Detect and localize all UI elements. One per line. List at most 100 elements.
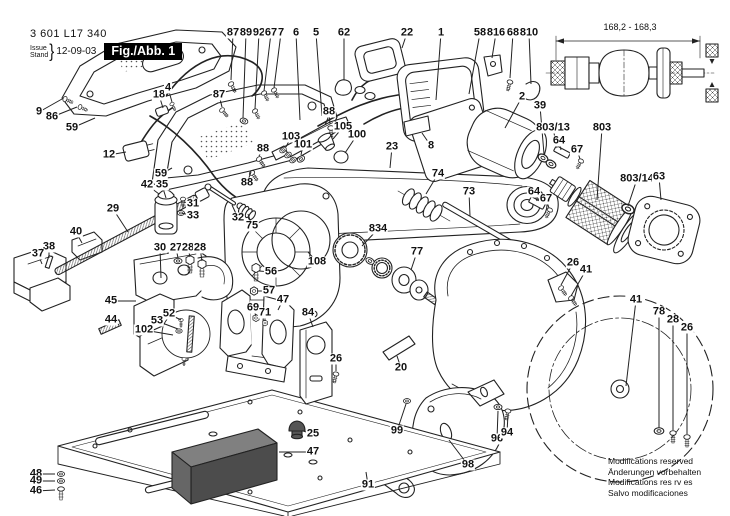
cable-connector	[122, 105, 169, 162]
callout-48: 48	[28, 467, 44, 480]
issue-stand-label: Issue Stand	[30, 44, 49, 59]
callout-84: 84	[300, 306, 316, 319]
callout-803: 803	[591, 121, 613, 134]
callout-41: 41	[628, 293, 644, 306]
fence-clamp	[13, 231, 103, 312]
o-ring	[271, 210, 331, 270]
callout-18: 18	[151, 88, 167, 101]
rating-plate	[403, 115, 431, 137]
callout-64: 64	[526, 185, 542, 198]
callout-64: 64	[551, 134, 567, 147]
dimension-label: 168,2 - 168,3	[603, 22, 657, 32]
callout-30: 30	[152, 241, 168, 254]
callout-38: 38	[41, 240, 57, 253]
callout-810: 810	[518, 26, 540, 39]
callout-67: 67	[263, 26, 279, 39]
callout-26: 26	[565, 256, 581, 269]
callout-47: 47	[305, 445, 321, 458]
callout-49: 49	[28, 474, 44, 487]
callout-816: 816	[485, 26, 507, 39]
part-number: 3 601 L17 340	[30, 28, 107, 40]
callout-20: 20	[393, 361, 409, 374]
callout-12: 12	[101, 148, 117, 161]
saw-blade	[526, 295, 714, 483]
callout-5: 5	[311, 26, 321, 39]
callout-92: 92	[251, 26, 267, 39]
callout-88: 88	[239, 176, 255, 189]
callout-59: 59	[64, 121, 80, 134]
callout-63: 63	[651, 170, 667, 183]
callout-39: 39	[532, 99, 548, 112]
issue-date: 12-09-03	[56, 46, 97, 57]
callout-67: 67	[538, 192, 554, 205]
callout-4: 4	[163, 81, 173, 94]
callout-28: 28	[192, 241, 208, 254]
callout-25: 25	[305, 427, 321, 440]
callout-42: 42	[139, 178, 155, 191]
side-plate	[299, 321, 333, 405]
callout-40: 40	[68, 225, 84, 238]
end-cap	[627, 195, 701, 265]
callout-46: 46	[28, 484, 44, 497]
key-pin	[528, 196, 546, 210]
callout-101: 101	[292, 138, 314, 151]
cable-clip	[522, 81, 541, 101]
callout-99: 99	[389, 424, 405, 437]
u-bracket	[219, 289, 295, 383]
callout-33: 33	[185, 209, 201, 222]
callout-105: 105	[332, 120, 354, 133]
callout-77: 77	[409, 245, 425, 258]
callout-98: 98	[460, 458, 476, 471]
callout-62: 62	[336, 26, 352, 39]
figure-badge: Fig./Abb. 1	[104, 43, 183, 60]
callout-59: 59	[153, 167, 169, 180]
callout-87: 87	[211, 88, 227, 101]
callout-41: 41	[578, 263, 594, 276]
callout-22: 22	[399, 26, 415, 39]
foot-screws	[56, 471, 66, 501]
callout-2: 2	[517, 90, 527, 103]
title-block: 3 601 L17 340 Issue Stand } 12-09-03 Fig…	[30, 28, 183, 62]
armature-spec-drawing	[545, 35, 719, 103]
callout-89: 89	[238, 26, 254, 39]
callout-69: 69	[245, 301, 261, 314]
callout-87: 87	[225, 26, 241, 39]
callout-58: 58	[472, 26, 488, 39]
callout-100: 100	[346, 128, 368, 141]
callout-102: 102	[133, 323, 155, 336]
callout-23: 23	[384, 140, 400, 153]
callout-94: 94	[499, 426, 515, 439]
callout-57: 57	[261, 284, 277, 297]
callout-108: 108	[306, 255, 328, 268]
callout-74: 74	[430, 167, 446, 180]
callout-26: 26	[679, 321, 695, 334]
callout-73: 73	[461, 185, 477, 198]
callout-803/13: 803/13	[535, 121, 571, 134]
callout-9: 9	[34, 105, 44, 118]
brace-glyph: }	[49, 41, 55, 62]
callout-26: 26	[328, 352, 344, 365]
callout-103: 103	[280, 130, 302, 143]
callout-29: 29	[105, 202, 121, 215]
callout-8: 8	[426, 139, 436, 152]
footer-note-line: Modifications reserved	[608, 456, 694, 466]
callout-44: 44	[103, 313, 119, 326]
spindle-gear	[332, 232, 441, 307]
rubber-strip	[171, 428, 278, 505]
callout-27: 27	[168, 241, 184, 254]
callout-75: 75	[244, 219, 260, 232]
callout-32: 32	[230, 211, 246, 224]
callout-45: 45	[103, 294, 119, 307]
callout-37: 37	[30, 247, 46, 260]
o-ring-small	[333, 150, 349, 164]
return-spring	[397, 188, 451, 222]
callout-52: 52	[161, 307, 177, 320]
callout-78: 78	[651, 305, 667, 318]
callout-28: 28	[180, 241, 196, 254]
callout-88: 88	[321, 105, 337, 118]
callout-96: 96	[489, 432, 505, 445]
callout-67: 67	[569, 143, 585, 156]
